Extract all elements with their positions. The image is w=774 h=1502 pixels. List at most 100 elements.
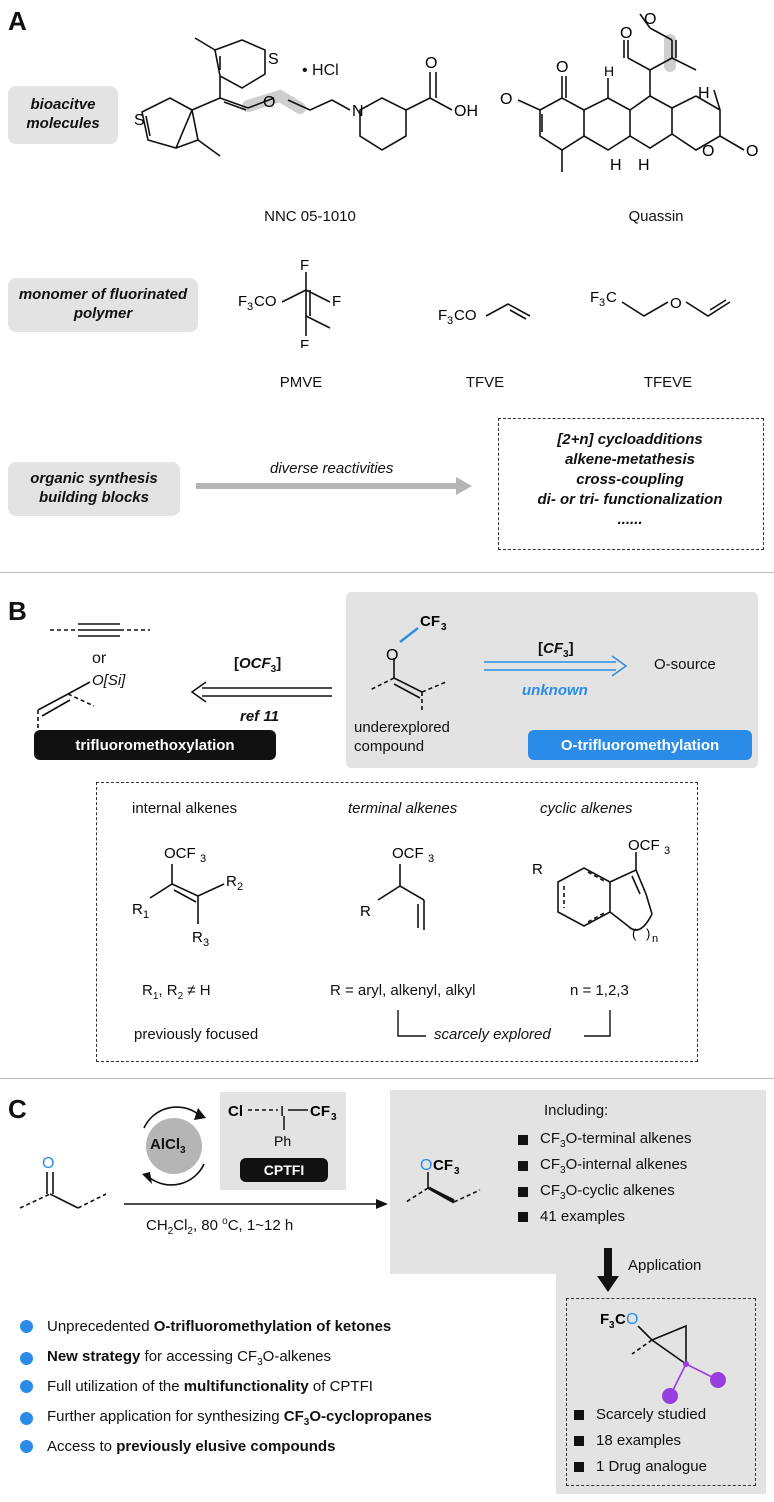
svg-text:H: H [610,157,622,174]
right-double-arrow-blue [484,655,628,677]
svg-text:3: 3 [428,853,434,865]
svg-text:3: 3 [447,315,453,327]
hcl-label: • HCl [302,62,339,79]
svg-text:3: 3 [203,937,209,949]
silyl-enol-ether-structure [37,681,95,730]
scarcely-explored-bracket [397,1010,611,1037]
conditions-label: CH2Cl2, 80 oC, 1~12 h [146,1216,294,1237]
bullet-item: Further application for synthesizing CF3… [20,1408,432,1428]
ketone-structure: O [19,1155,107,1209]
trifluoromethoxylation-pill: trifluoromethoxylation [34,730,276,760]
s-atom-2: S [134,112,145,129]
reactivity-item: [2+n] cycloadditions [557,431,703,448]
left-double-arrow [190,681,332,703]
svg-text:3: 3 [247,301,253,313]
svg-text:O: O [644,11,656,28]
svg-text:C: C [606,289,617,306]
terminal-condition: R = aryl, alkenyl, alkyl [330,982,476,999]
svg-text:H: H [604,63,614,79]
alcl3-catalyst-cycle [142,1106,206,1186]
scarcely-explored-label: scarcely explored [434,1026,551,1043]
svg-text:O: O [670,295,682,312]
svg-text:F: F [300,337,309,348]
svg-text:3: 3 [609,1320,615,1331]
separator-ab [0,572,774,573]
building-blocks-label: organic synthesis building blocks [8,462,180,516]
pmve-name: PMVE [279,374,323,391]
alkyne-structure [50,623,150,637]
svg-text:): ) [646,926,650,941]
svg-text:Cl: Cl [228,1103,243,1120]
svg-text:CO: CO [454,307,477,324]
reactivity-item: cross-coupling [576,471,684,488]
svg-text:O: O [556,59,568,76]
o-trifluoromethylation-pill: O-trifluoromethylation [528,730,752,760]
svg-text:Ph: Ph [274,1133,291,1149]
o-atom-2: O [425,55,437,72]
bullet-item: New strategy for accessing CF3O-alkenes [20,1348,331,1368]
svg-text:3: 3 [664,845,670,857]
tfeve-name: TFEVE [643,374,693,391]
cf3-reagent-label: [CF3] [538,640,574,660]
svg-text:2: 2 [237,881,243,893]
section-b-letter: B [8,596,27,626]
product-item: CF3O-terminal alkenes [518,1130,691,1150]
svg-text:(: ( [632,926,637,941]
including-label: Including: [544,1102,609,1119]
svg-text:CF: CF [310,1103,330,1120]
o-atom: O [263,94,275,111]
cyclopropane-item: Scarcely studied [574,1406,706,1423]
svg-text:O: O [702,143,714,160]
svg-text:O: O [386,647,398,664]
section-c-letter: C [8,1094,27,1124]
svg-text:O: O [746,143,758,160]
svg-text:F: F [300,258,309,274]
reactivities-list: [2+n] cycloadditions alkene-metathesis c… [498,430,762,530]
svg-text:OCF: OCF [628,837,660,854]
svg-text:O: O [620,25,632,42]
or-label: or [92,650,107,667]
svg-text:F: F [590,289,599,306]
svg-text:3: 3 [441,622,447,633]
svg-text:F: F [600,1311,609,1328]
oh-group: OH [454,103,478,120]
alcl3-label: AlCl3 [150,1136,186,1156]
application-down-arrow [597,1248,619,1292]
tfve-name: TFVE [465,374,505,391]
svg-text:O: O [420,1157,432,1174]
nnc-05-1010-structure: O N S S O OH [134,37,478,157]
svg-text:3: 3 [599,297,605,309]
osi-label: O[Si] [92,672,126,689]
svg-text:H: H [698,85,710,102]
svg-text:3: 3 [454,1166,460,1177]
diverse-reactivities-label: diverse reactivities [270,460,394,477]
bullet-item: Access to previously elusive compounds [20,1438,335,1455]
cptfi-pill: CPTFI [240,1158,328,1182]
alkene-types-box [96,782,698,1062]
svg-text:R: R [226,873,237,890]
terminal-alkenes-title: terminal alkenes [348,800,458,817]
product-item: CF3O-cyclic alkenes [518,1182,675,1202]
ocf3-reagent-label: [OCF3] [234,655,282,675]
svg-text:CF: CF [420,613,440,630]
svg-text:OCF: OCF [392,845,424,862]
svg-text:CF: CF [433,1157,453,1174]
svg-text:R: R [532,861,543,878]
reactivity-item: ...... [617,511,643,528]
cyclopropane-item: 18 examples [574,1432,681,1449]
cyclic-condition: n = 1,2,3 [570,982,629,999]
svg-text:3: 3 [200,853,206,865]
svg-text:F: F [332,293,341,310]
svg-text:CO: CO [254,293,277,310]
svg-text:R: R [132,901,143,918]
product-item: CF3O-internal alkenes [518,1156,687,1176]
product-side-panel [556,1274,766,1494]
separator-bc [0,1078,774,1079]
bullet-item: Full utilization of the multifunctionali… [20,1378,373,1395]
